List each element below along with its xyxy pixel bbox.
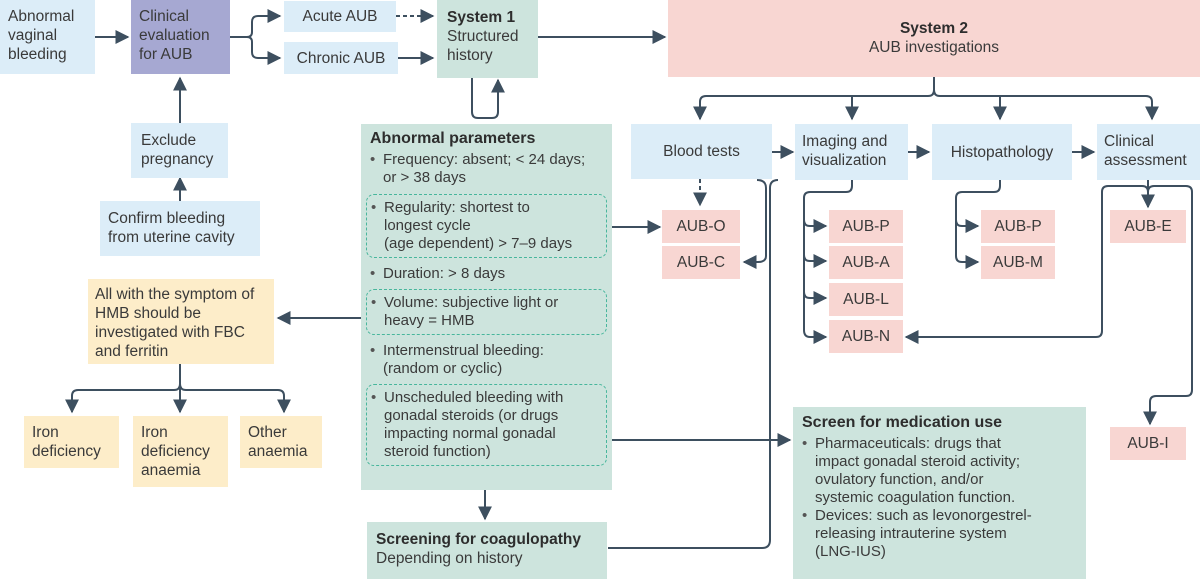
clinical-evaluation-box: Clinical evaluation for AUB — [131, 0, 230, 74]
aub-p-imaging-box: AUB-P — [829, 210, 903, 243]
confirm-bleeding-box: Confirm bleeding from uterine cavity — [100, 201, 260, 256]
param-unscheduled: Unscheduled bleeding with gonadal steroi… — [371, 389, 602, 461]
aub-a-box: AUB-A — [829, 246, 903, 279]
medication-title: Screen for medication use — [802, 414, 1003, 431]
param-regularity: Regularity: shortest to longest cycle (a… — [371, 199, 602, 253]
param-unscheduled-group: Unscheduled bleeding with gonadal steroi… — [366, 384, 607, 466]
coagulopathy-box: Screening for coagulopathy Depending on … — [367, 522, 607, 579]
clinical-assessment-box: Clinical assessment — [1097, 124, 1200, 180]
aub-c-box: AUB-C — [662, 246, 740, 279]
param-duration: Duration: > 8 days — [370, 265, 607, 283]
param-intermenstrual: Intermenstrual bleeding: (random or cycl… — [370, 342, 607, 378]
acute-aub-box: Acute AUB — [284, 1, 396, 32]
hmb-box: All with the symptom of HMB should be in… — [88, 279, 274, 364]
histopathology-box: Histopathology — [932, 124, 1072, 180]
imaging-box: Imaging and visualization — [795, 124, 908, 180]
aub-e-box: AUB-E — [1110, 210, 1186, 243]
system2-box: System 2 AUB investigations — [668, 0, 1200, 77]
param-volume-group: Volume: subjective light or heavy = HMB — [366, 289, 607, 335]
iron-deficiency-box: Iron deficiency — [24, 416, 119, 468]
abnormal-parameters-title: Abnormal parameters — [370, 130, 536, 147]
medication-pharmaceuticals: Pharmaceuticals: drugs that impact gonad… — [802, 435, 1080, 507]
aub-o-box: AUB-O — [662, 210, 740, 243]
param-volume: Volume: subjective light or heavy = HMB — [371, 294, 602, 330]
aub-m-box: AUB-M — [981, 246, 1055, 279]
abnormal-vaginal-bleeding-box: Abnormal vaginal bleeding — [0, 0, 95, 74]
param-frequency: Frequency: absent; < 24 days; or > 38 da… — [370, 151, 607, 187]
medication-devices: Devices: such as levonorgestrel- releasi… — [802, 507, 1080, 561]
aub-p-histo-box: AUB-P — [981, 210, 1055, 243]
other-anaemia-box: Other anaemia — [240, 416, 322, 468]
blood-tests-box: Blood tests — [631, 124, 772, 179]
aub-l-box: AUB-L — [829, 283, 903, 316]
iron-deficiency-anaemia-box: Iron deficiency anaemia — [133, 416, 228, 487]
param-regularity-group: Regularity: shortest to longest cycle (a… — [366, 194, 607, 258]
aub-n-box: AUB-N — [829, 320, 903, 353]
system1-box: System 1 Structured history — [437, 0, 538, 78]
abnormal-parameters-box: Abnormal parameters Frequency: absent; <… — [361, 124, 612, 490]
exclude-pregnancy-box: Exclude pregnancy — [131, 123, 228, 178]
chronic-aub-box: Chronic AUB — [284, 42, 398, 74]
aub-i-box: AUB-I — [1110, 427, 1186, 460]
medication-box: Screen for medication use Pharmaceutical… — [793, 407, 1086, 579]
